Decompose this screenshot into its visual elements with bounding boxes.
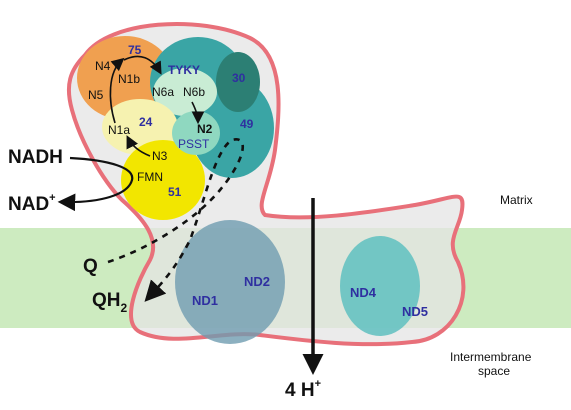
label-nad-sup: + (49, 192, 55, 204)
label-protons: 4 H+ (285, 378, 321, 401)
subunit-pssT (172, 111, 220, 155)
label-nd4: ND4 (350, 285, 377, 300)
cluster-n2: N2 (197, 122, 213, 136)
arrow-n6b-to-n2 (191, 101, 205, 125)
subunit-30 (216, 52, 260, 112)
subunit-nd1-nd2 (175, 220, 285, 344)
cluster-n1b: N1b (118, 72, 140, 86)
label-qh2-sub: 2 (121, 301, 128, 315)
label-space: space (478, 364, 510, 378)
cluster-n1a: N1a (108, 123, 130, 137)
label-intermembrane: Intermembrane (450, 350, 532, 364)
label-nd2: ND2 (244, 274, 270, 289)
label-pssT: PSST (178, 137, 210, 151)
subunit-tyky-inner (153, 68, 217, 116)
arrow-q-to-qh2 (107, 138, 245, 302)
cluster-n5: N5 (88, 88, 104, 102)
label-q: Q (83, 256, 98, 277)
label-nd5: ND5 (402, 304, 428, 319)
cluster-n6a: N6a (152, 85, 174, 99)
label-51: 51 (168, 185, 182, 199)
subunit-51 (121, 140, 205, 220)
label-nadh: NADH (8, 147, 63, 168)
cluster-n6b: N6b (183, 85, 205, 99)
label-nd1: ND1 (192, 293, 218, 308)
subunit-75 (77, 36, 173, 120)
arrow-nadh-to-nad (57, 156, 134, 212)
cluster-n4: N4 (95, 59, 111, 73)
label-24: 24 (139, 115, 153, 129)
cluster-fmn: FMN (137, 170, 163, 184)
label-matrix: Matrix (500, 193, 533, 207)
arrow-n4-to-n6a (123, 55, 162, 75)
label-75: 75 (128, 43, 142, 57)
cluster-n3: N3 (152, 149, 168, 163)
arrow-n3-to-n1a (126, 135, 151, 157)
subunit-nd4-nd5 (340, 236, 420, 336)
label-protons-sup: + (315, 378, 321, 390)
label-30: 30 (232, 71, 246, 85)
arrow-n1a-to-n1b (109, 57, 125, 124)
label-tyky: TYKY (168, 63, 200, 77)
label-qh2: QH2 (92, 290, 128, 315)
label-nad: NAD+ (8, 192, 56, 215)
label-49: 49 (240, 117, 254, 131)
